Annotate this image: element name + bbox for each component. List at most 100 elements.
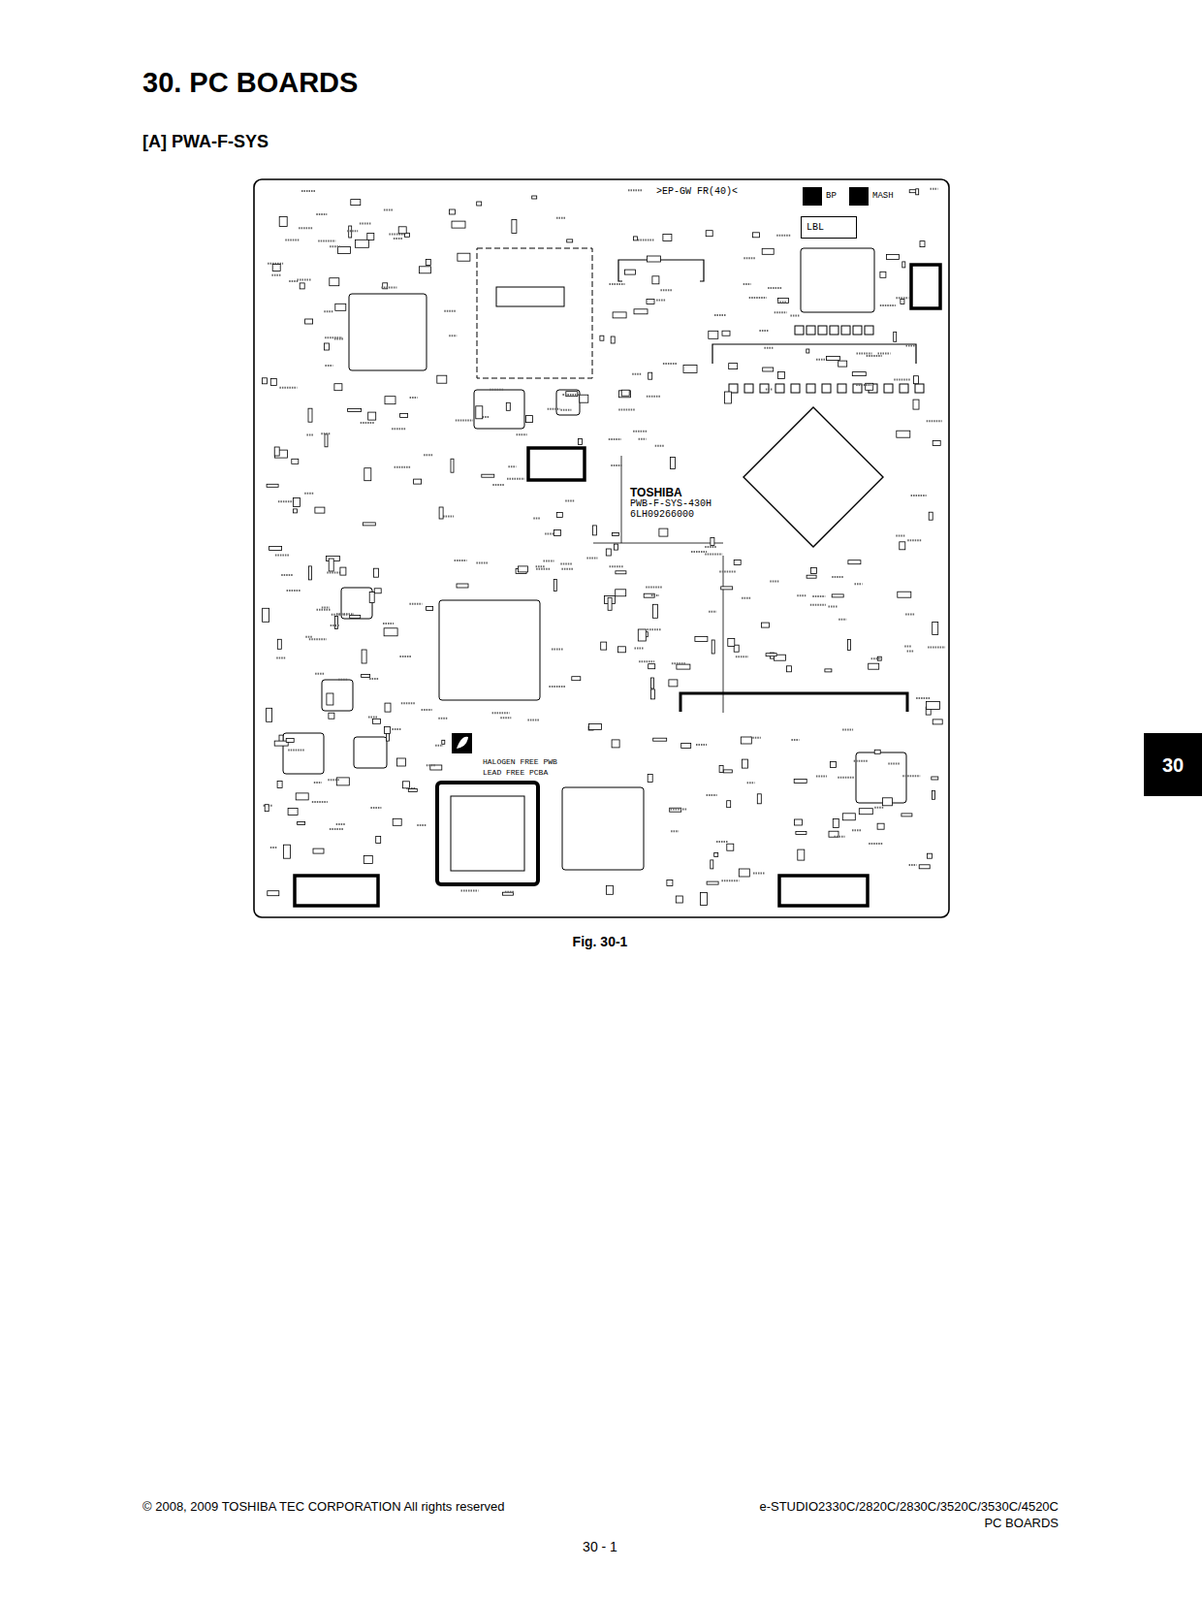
copyright-footer: © 2008, 2009 TOSHIBA TEC CORPORATION All…	[142, 1499, 505, 1513]
silkscreen-mark	[359, 222, 372, 225]
smd-component	[932, 790, 936, 799]
smd-component	[556, 511, 563, 517]
silkscreen-mark	[279, 386, 297, 389]
smd-component	[369, 592, 375, 603]
silkscreen-mark	[855, 383, 872, 386]
smd-component	[511, 220, 517, 234]
ic-chip	[353, 736, 387, 768]
page-number: 30 - 1	[582, 1539, 618, 1553]
silkscreen-mark	[548, 685, 566, 688]
ic-chip	[348, 293, 427, 371]
smd-component	[617, 646, 626, 653]
pad	[864, 325, 874, 335]
silkscreen-mark	[416, 823, 427, 826]
silkscreen-mark	[505, 890, 514, 893]
silkscreen-mark	[507, 465, 516, 468]
smd-component	[274, 446, 280, 456]
silkscreen-mark	[721, 879, 739, 882]
smd-component	[868, 663, 880, 669]
silkscreen-mark	[370, 806, 381, 809]
smd-component	[588, 724, 601, 730]
smd-component	[287, 807, 298, 815]
smd-component	[605, 548, 611, 556]
smd-component	[299, 283, 305, 289]
smd-component	[398, 226, 407, 234]
smd-component	[832, 818, 839, 827]
smd-component	[309, 566, 313, 580]
silkscreen-mark	[743, 283, 752, 285]
silkscreen-mark	[907, 538, 922, 541]
silkscreen-mark	[706, 793, 718, 796]
smd-component	[733, 560, 741, 566]
silkscreen-mark	[455, 419, 474, 422]
silkscreen-mark	[759, 329, 768, 332]
connector-block	[911, 264, 941, 309]
silkscreen-mark	[306, 434, 314, 437]
smd-component	[475, 406, 483, 419]
silkscreen-mark	[275, 553, 289, 556]
smd-component	[612, 312, 627, 318]
smd-component	[705, 230, 713, 237]
silkscreen-mark	[609, 283, 626, 285]
section-heading: [A] PWA-F-SYS	[142, 132, 269, 151]
smd-component	[328, 712, 335, 719]
silkscreen-mark	[628, 189, 642, 191]
silkscreen-mark	[704, 545, 717, 548]
smd-component	[666, 880, 673, 886]
ic-chip	[474, 389, 525, 429]
pad	[790, 383, 800, 393]
pad	[822, 383, 831, 393]
smd-component	[806, 348, 810, 353]
smd-component	[624, 269, 635, 275]
smd-component	[425, 258, 431, 265]
smd-component	[848, 560, 861, 565]
smd-component	[384, 396, 396, 405]
silkscreen-mark	[527, 719, 539, 722]
silkscreen-mark	[749, 296, 767, 299]
smd-component	[610, 336, 615, 344]
smd-component	[932, 441, 941, 446]
smd-component	[700, 892, 708, 906]
silkscreen-mark	[637, 239, 655, 242]
silkscreen-mark	[741, 597, 751, 600]
silkscreen-mark	[393, 237, 404, 240]
smd-component	[272, 263, 281, 271]
silkscreen-mark	[907, 650, 915, 653]
smd-component	[706, 881, 719, 885]
smd-component	[722, 330, 730, 336]
silkscreen-mark	[562, 393, 580, 396]
silkscreen-mark	[916, 696, 931, 699]
silkscreen-mark	[321, 605, 330, 608]
ic-chip	[321, 679, 353, 711]
smd-component	[295, 792, 309, 800]
node-text: LBL	[806, 222, 824, 233]
smd-component	[765, 653, 777, 657]
silkscreen-mark	[331, 613, 348, 616]
connector-block	[528, 447, 585, 480]
silkscreen-mark	[369, 677, 380, 680]
silkscreen-mark	[828, 605, 838, 608]
smd-component	[579, 394, 589, 403]
silkscreen-mark	[895, 296, 909, 299]
silkscreen-mark	[868, 842, 884, 845]
smd-component	[279, 217, 287, 227]
smd-component	[918, 864, 930, 869]
smd-component	[264, 804, 269, 812]
smd-component	[711, 639, 715, 654]
silkscreen-mark	[500, 716, 511, 719]
silkscreen-mark	[442, 515, 454, 518]
ic-chip	[556, 389, 580, 415]
smd-component	[652, 276, 660, 285]
board-note: HALOGEN FREE PWB	[482, 758, 558, 766]
silkscreen-mark	[927, 646, 946, 649]
smd-component	[899, 541, 906, 550]
smd-component	[349, 615, 361, 619]
silkscreen-mark	[796, 594, 806, 597]
silkscreen-mark	[410, 396, 418, 399]
silkscreen-mark	[423, 453, 433, 456]
silkscreen-mark	[765, 388, 773, 391]
section-footer: PC BOARDS	[983, 1516, 1059, 1529]
smd-component	[607, 597, 612, 610]
silkscreen-mark	[663, 362, 678, 365]
silkscreen-mark	[852, 828, 861, 831]
